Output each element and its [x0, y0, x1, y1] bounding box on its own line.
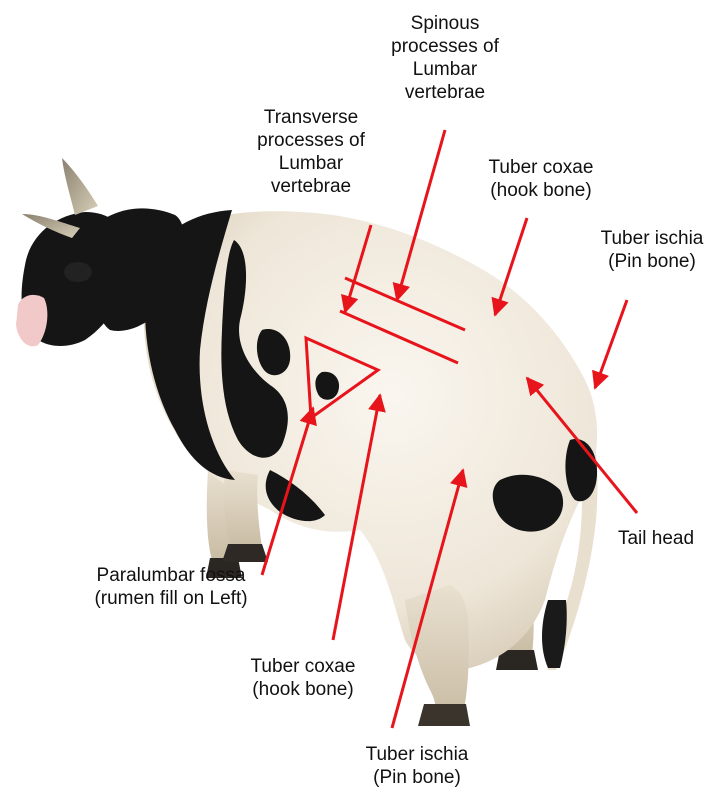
label-tail-head: Tail head [596, 527, 716, 550]
tuber-ischia-bottom-arrow [392, 470, 463, 728]
label-tuber-coxae-bottom: Tuber coxae (hook bone) [228, 655, 378, 701]
label-tuber-coxae-top: Tuber coxae (hook bone) [466, 156, 616, 202]
label-spinous-processes: Spinous processes of Lumbar vertebrae [370, 12, 520, 104]
spinous-arrow [397, 130, 445, 300]
label-transverse-processes: Transverse processes of Lumbar vertebrae [236, 106, 386, 198]
label-tuber-ischia-top: Tuber ischia (Pin bone) [586, 227, 718, 273]
paralumbar-arrow [262, 408, 313, 575]
tuber-coxae-bottom-arrow [333, 395, 380, 640]
transverse-arrow [345, 225, 371, 312]
label-tuber-ischia-bottom: Tuber ischia (Pin bone) [342, 743, 492, 789]
tuber-ischia-top-arrow [595, 300, 627, 388]
tuber-coxae-top-arrow [495, 218, 527, 315]
label-paralumbar-fossa: Paralumbar fossa (rumen fill on Left) [56, 564, 286, 610]
tail-head-arrow [527, 378, 637, 513]
paralumbar-triangle [306, 338, 378, 418]
